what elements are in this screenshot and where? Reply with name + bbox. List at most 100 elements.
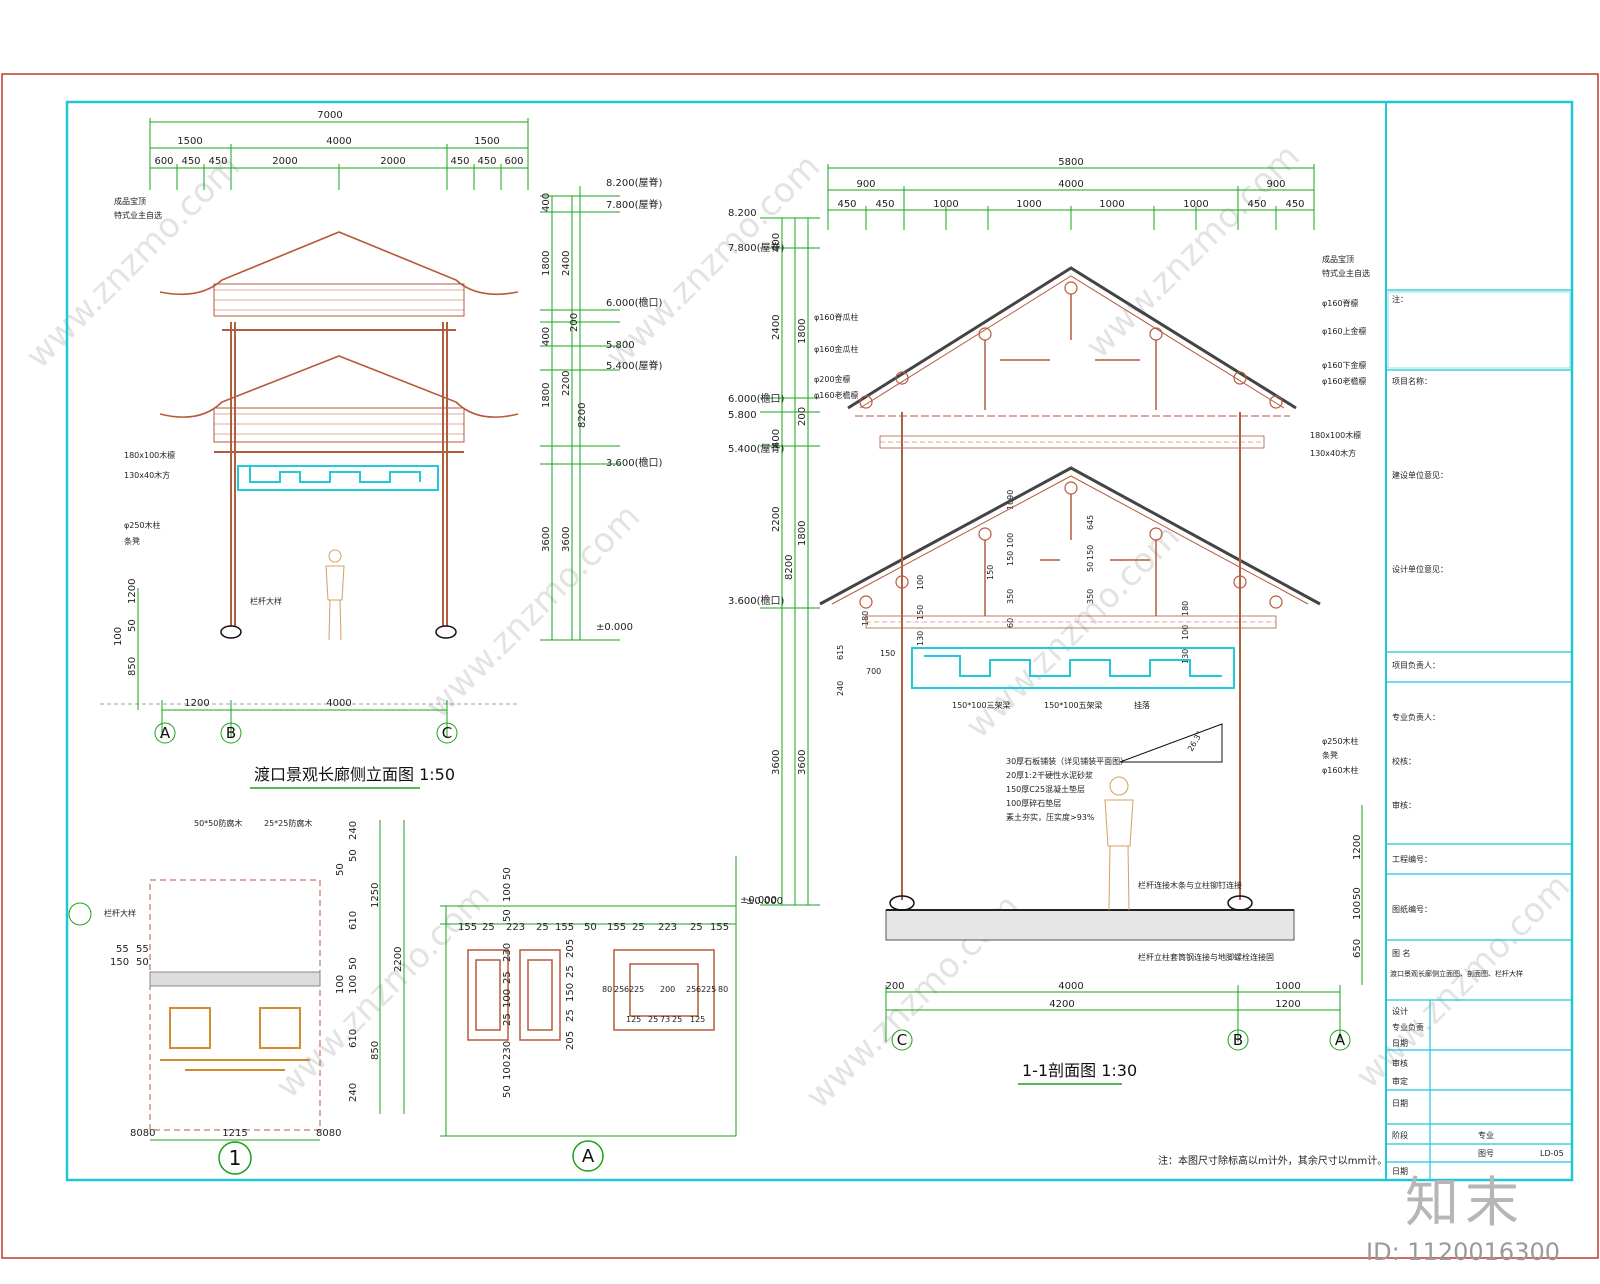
dim-text: 1000	[933, 199, 958, 210]
tb-text: 注：	[1392, 294, 1408, 304]
dim-text: 1500	[474, 136, 499, 147]
section-title: 1-1剖面图 1:30	[1022, 1061, 1137, 1080]
dim-text: 25	[690, 922, 703, 933]
dim-text: 100	[916, 575, 925, 590]
dim-text: 1000	[1099, 199, 1124, 210]
note-text: 栏杆大样	[250, 596, 282, 606]
tb-text: 渡口景观长廊侧立面图、剖面图、栏杆大样	[1390, 969, 1523, 978]
tb-text: 图 名	[1392, 948, 1411, 958]
tb-text: 专业	[1478, 1130, 1494, 1140]
level-text: 8.200	[728, 208, 757, 219]
dim-text: 100	[502, 1061, 513, 1080]
tb-text: 日期	[1392, 1099, 1408, 1108]
tb-text: 建设单位意见：	[1392, 470, 1448, 480]
watermark: www.znzmo.com	[418, 496, 648, 726]
level-text: ±0.000	[740, 895, 777, 906]
dim-text: 100	[335, 975, 346, 994]
title-block: 注： 项目名称： 建设单位意见： 设计单位意见： 项目负责人： 专业负责人： 校…	[1385, 102, 1572, 1180]
note-text: φ160木柱	[1322, 765, 1359, 775]
dim-text: 100	[502, 883, 513, 902]
dim-text: 150	[916, 605, 925, 620]
sec-notes-right: 成品宝顶 特式业主自选 φ160脊檩 φ160上金檩 φ160下金檩 φ160老…	[1310, 254, 1370, 775]
note-text: 25*25防腐木	[264, 818, 312, 828]
level-text: 7.800(屋脊)	[606, 198, 663, 211]
dim-text: 55	[116, 944, 129, 955]
level-text: 6.000(檐口)	[606, 296, 663, 309]
dim-text: 80	[602, 985, 612, 994]
tb-text: 审定	[1392, 1076, 1408, 1086]
bottom-note: 注：本图尺寸除标高以m计外，其余尺寸以mm计。	[1158, 1154, 1387, 1167]
le-notes: 成品宝顶 特式业主自选 180x100木檩 130x40木方 φ250木柱 条凳…	[114, 196, 282, 606]
dim-text: 230	[502, 943, 513, 962]
dim-text: 1500	[177, 136, 202, 147]
beam-label: 挂落	[1134, 700, 1150, 710]
dim-text: 62	[624, 985, 634, 994]
dim-text: 400	[541, 327, 552, 346]
le-lower-roof	[159, 355, 519, 453]
beam-label: 150*100三架梁	[952, 701, 1011, 710]
dim-text: 600	[154, 156, 173, 167]
sec-top-dims: 5800 900 4000 900 450 450 1000 1000 1000…	[837, 157, 1304, 210]
grid-label: C	[442, 724, 452, 742]
angle-text: 26.3°	[1186, 730, 1205, 753]
dim-text: 150	[986, 565, 995, 580]
dim-text: 615	[836, 645, 845, 660]
tb-text: LD-05	[1540, 1149, 1564, 1158]
le-lattice	[237, 465, 439, 491]
title-block-footer: 阶段 专业 图号 LD-05 日期	[1392, 1130, 1564, 1176]
dim-text: 400	[771, 429, 782, 448]
watermark-layer: www.znzmo.com www.znzmo.com www.znzmo.co…	[18, 136, 1578, 1116]
tb-text: 日期	[1392, 1039, 1408, 1048]
dim-text: 180	[861, 611, 870, 626]
dim-text: 25	[482, 922, 495, 933]
dim-text: 610	[348, 1029, 359, 1048]
dim-text: 2200	[561, 371, 572, 396]
dim-text: 650	[1352, 939, 1363, 958]
detail-a-mid-dims: 205 25 150 25 205	[565, 939, 576, 1050]
section-1-1: 5800 900 4000 900 450 450 1000 1000 1000…	[728, 157, 1370, 1085]
watermark: www.znzmo.com	[1078, 136, 1308, 366]
le-levels: 8.200(屋脊) 7.800(屋脊) 6.000(檐口) 5.800 5.40…	[596, 176, 663, 633]
sec-dim-lines	[760, 164, 1363, 1042]
dim-text: 1800	[797, 521, 808, 546]
level-text: 8.200(屋脊)	[606, 176, 663, 189]
dim-text: 450	[450, 156, 469, 167]
dim-text: 8080	[130, 1128, 155, 1139]
dim-text: 1200	[1352, 835, 1363, 860]
layer-text: 素土夯实，压实度>93%	[1006, 812, 1095, 822]
watermark: www.znzmo.com	[1348, 866, 1578, 1096]
image-id-label: ID: 1120016300	[1366, 1238, 1560, 1266]
dim-text: 3600	[771, 750, 782, 775]
dim-text: 50	[127, 619, 138, 632]
note-text: 特式业主自选	[114, 210, 162, 220]
tb-text: 专业负责人：	[1392, 712, 1440, 722]
note-text: φ160老檐檩	[814, 390, 859, 400]
dim-text: 155	[458, 922, 477, 933]
watermark: www.znzmo.com	[18, 146, 248, 376]
dim-text: 4000	[1058, 981, 1083, 992]
le-upper-roof	[159, 231, 519, 331]
tb-text: 工程编号：	[1392, 854, 1432, 864]
grid-label: A	[160, 724, 171, 742]
dim-text: 25	[634, 985, 644, 994]
sec-upper-roof	[847, 266, 1297, 449]
dim-text: 450	[477, 156, 496, 167]
level-text: 3.600(檐口)	[728, 594, 785, 607]
note-text: φ160金瓜柱	[814, 344, 859, 354]
dim-text: 25	[565, 965, 576, 978]
dim-text: 8080	[316, 1128, 341, 1139]
dim-text: 1000	[1183, 199, 1208, 210]
dim-text: 450	[875, 199, 894, 210]
watermark: www.znzmo.com	[268, 876, 498, 1106]
dim-text: 2200	[771, 507, 782, 532]
dim-text: 25	[648, 1015, 658, 1024]
le-top-dims: 7000 1500 4000 1500 600 450 450 2000 200…	[154, 110, 523, 167]
dim-text: 200	[885, 981, 904, 992]
dim-text: 1200	[127, 579, 138, 604]
tb-text: 校核：	[1392, 756, 1416, 766]
dim-text: 150	[880, 649, 895, 658]
note-text: 栏杆大样	[104, 908, 136, 918]
tb-text: 审核	[1392, 1058, 1408, 1068]
dim-text: 205	[565, 939, 576, 958]
level-text: 3.600(檐口)	[606, 456, 663, 469]
